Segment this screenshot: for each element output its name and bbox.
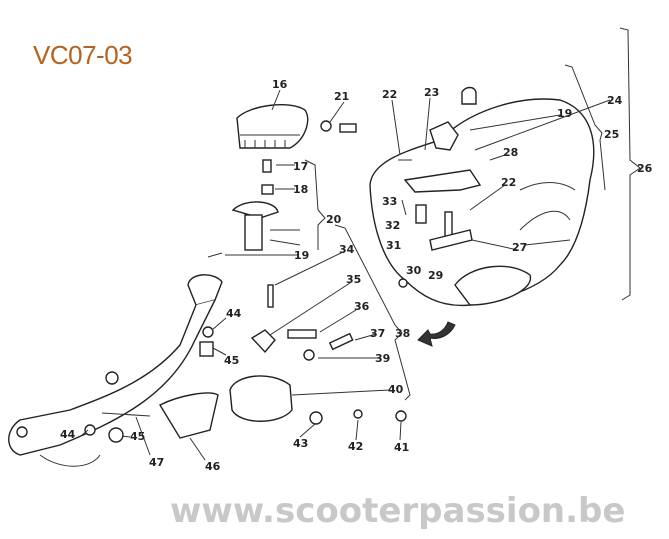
callout-17: 17 (293, 160, 308, 173)
callout-36: 36 (354, 300, 370, 313)
callout-41: 41 (394, 441, 409, 454)
callout-44b: 44 (60, 428, 76, 441)
callout-32: 32 (385, 219, 400, 232)
callout-33: 33 (382, 195, 397, 208)
callout-40: 40 (388, 383, 404, 396)
callout-20: 20 (326, 213, 342, 226)
callout-38: 38 (395, 327, 410, 340)
callout-31: 31 (386, 239, 401, 252)
callout-24: 24 (607, 94, 623, 107)
callout-27: 27 (512, 241, 527, 254)
callout-45: 45 (224, 354, 239, 367)
callout-26: 26 (637, 162, 653, 175)
callout-42: 42 (348, 440, 363, 453)
callout-43: 43 (293, 437, 308, 450)
callout-47: 47 (149, 456, 164, 469)
callout-45b: 45 (130, 430, 145, 443)
callout-28: 28 (503, 146, 518, 159)
callout-46: 46 (205, 460, 221, 473)
callout-22b: 22 (501, 176, 516, 189)
callout-19: 19 (557, 107, 572, 120)
callout-35: 35 (346, 273, 361, 286)
callout-29: 29 (428, 269, 443, 282)
callout-19b: 19 (294, 249, 309, 262)
callout-39: 39 (375, 352, 390, 365)
leader-lines (81, 27, 641, 461)
diagram-code-title: VC07-03 (33, 40, 133, 70)
callout-23: 23 (424, 86, 439, 99)
callout-16: 16 (272, 78, 288, 91)
lower-parts (84, 321, 456, 443)
callout-labels: 16 21 22 23 24 19 25 28 26 17 18 22 20 3… (60, 78, 653, 473)
callout-37: 37 (370, 327, 385, 340)
watermark: www.scooterpassion.be (170, 491, 625, 531)
gear-pedal-rubber (236, 104, 357, 149)
callout-21: 21 (334, 90, 349, 103)
small-parts-group-20 (207, 159, 279, 308)
callout-25: 25 (604, 128, 619, 141)
callout-22: 22 (382, 88, 397, 101)
kickstart-lever (8, 274, 223, 467)
engine-case (369, 86, 595, 307)
callout-34: 34 (339, 243, 355, 256)
selector-parts (398, 121, 482, 288)
callout-30: 30 (406, 264, 422, 277)
callout-44: 44 (226, 307, 242, 320)
callout-18: 18 (293, 183, 308, 196)
